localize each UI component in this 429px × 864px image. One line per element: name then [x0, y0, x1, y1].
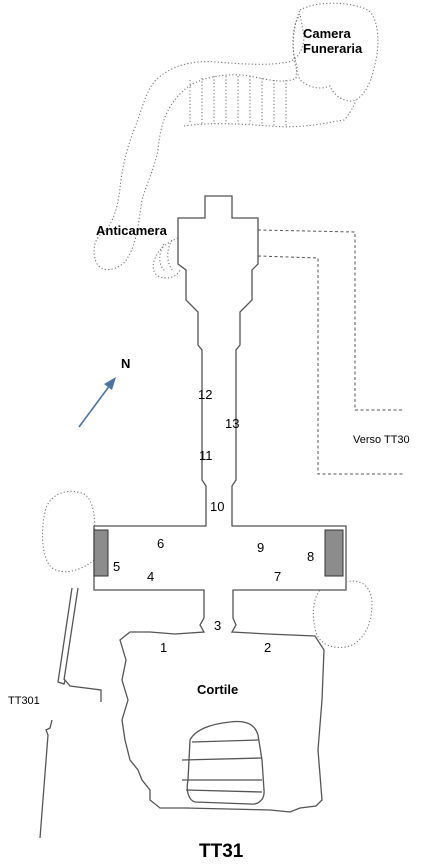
tomb-title: TT31 — [199, 841, 244, 862]
burial-chamber-label-line2: Funeraria — [303, 41, 363, 56]
passage-steps — [189, 76, 287, 126]
antechamber-side-curves — [159, 239, 175, 273]
wall-number-9: 9 — [257, 540, 264, 555]
wall-number-7: 7 — [274, 569, 281, 584]
wall-number-5: 5 — [113, 559, 120, 574]
wall-number-10: 10 — [210, 499, 224, 514]
antechamber-side-chamber — [152, 237, 181, 279]
tomb-main-walls — [93, 195, 347, 813]
burial-passage-lower — [183, 99, 357, 128]
courtyard-inner-rock — [186, 720, 265, 805]
wall-number-8: 8 — [307, 549, 314, 564]
courtyard-line-4 — [185, 789, 263, 793]
wall-number-6: 6 — [157, 536, 164, 551]
burial-chamber-label-line1: Camera — [303, 26, 351, 41]
wall-number-11: 11 — [199, 448, 213, 463]
tt301-wall-lower — [39, 719, 53, 839]
tt301-label: TT301 — [8, 695, 40, 707]
passage-to-tt30-outer — [257, 229, 403, 411]
north-arrow-icon — [78, 377, 116, 428]
east-pillar — [324, 529, 344, 577]
east-side-chamber — [312, 580, 373, 649]
wall-number-12: 12 — [198, 387, 212, 402]
courtyard-line-2 — [181, 757, 263, 761]
courtyard-label: Cortile — [197, 682, 238, 697]
courtyard-left-edge — [63, 587, 79, 681]
west-pillar — [93, 529, 109, 577]
wall-number-2: 2 — [264, 640, 271, 655]
wall-number-4: 4 — [147, 569, 154, 584]
north-label: N — [121, 356, 130, 371]
wall-number-3: 3 — [214, 618, 221, 633]
wall-number-13: 13 — [225, 416, 239, 431]
courtyard-line-1 — [191, 739, 259, 743]
antechamber-label: Anticamera — [96, 223, 168, 238]
west-side-chamber — [41, 490, 96, 573]
passage-to-tt30-inner — [257, 255, 403, 475]
wall-number-1: 1 — [160, 640, 167, 655]
tt301-wall — [57, 587, 102, 702]
towards-tt30-label: Verso TT30 — [353, 434, 410, 446]
